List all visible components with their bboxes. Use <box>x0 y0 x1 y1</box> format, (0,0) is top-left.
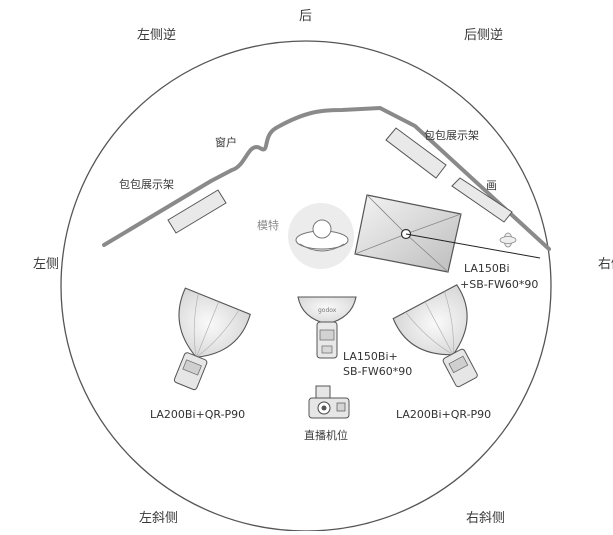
painting-shape <box>451 177 513 223</box>
light-brand-text: godox <box>318 307 337 314</box>
light-center-label-line2: SB-FW60*90 <box>343 365 413 378</box>
direction-front-right-label: 右斜侧 <box>466 511 506 526</box>
direction-back-right-label: 后侧逆 <box>464 28 504 43</box>
light-right <box>392 284 478 388</box>
light-top-right-label-line1: LA150Bi <box>464 262 510 275</box>
model-figure <box>288 203 354 269</box>
softbox-top-right <box>354 194 541 273</box>
light-right-label: LA200Bi+QR-P90 <box>396 408 492 421</box>
light-left <box>173 287 251 391</box>
camera-figure <box>308 385 350 419</box>
camera-label: 直播机位 <box>304 429 348 442</box>
bag-rack-left-label: 包包展示架 <box>119 178 174 191</box>
bag-rack-right-shape <box>385 127 447 179</box>
direction-front-left-label: 左斜侧 <box>139 511 179 526</box>
painting-label: 画 <box>486 179 497 192</box>
bag-rack-right-label: 包包展示架 <box>424 129 479 142</box>
direction-right-label: 右侧 <box>598 257 613 272</box>
model-label: 模特 <box>257 219 279 232</box>
decor-flower <box>499 232 517 248</box>
light-top-right-label-line2: +SB-FW60*90 <box>460 278 539 291</box>
direction-back-left-label: 左侧逆 <box>137 28 177 43</box>
light-center: godox <box>297 296 357 359</box>
direction-back-label: 后 <box>299 9 313 24</box>
back-wall <box>102 105 551 251</box>
direction-left-label: 左侧 <box>33 257 60 272</box>
light-left-label: LA200Bi+QR-P90 <box>150 408 246 421</box>
bag-rack-left-shape <box>167 189 227 234</box>
window-label: 窗户 <box>215 136 237 149</box>
light-center-label-line1: LA150Bi+ <box>343 350 398 363</box>
